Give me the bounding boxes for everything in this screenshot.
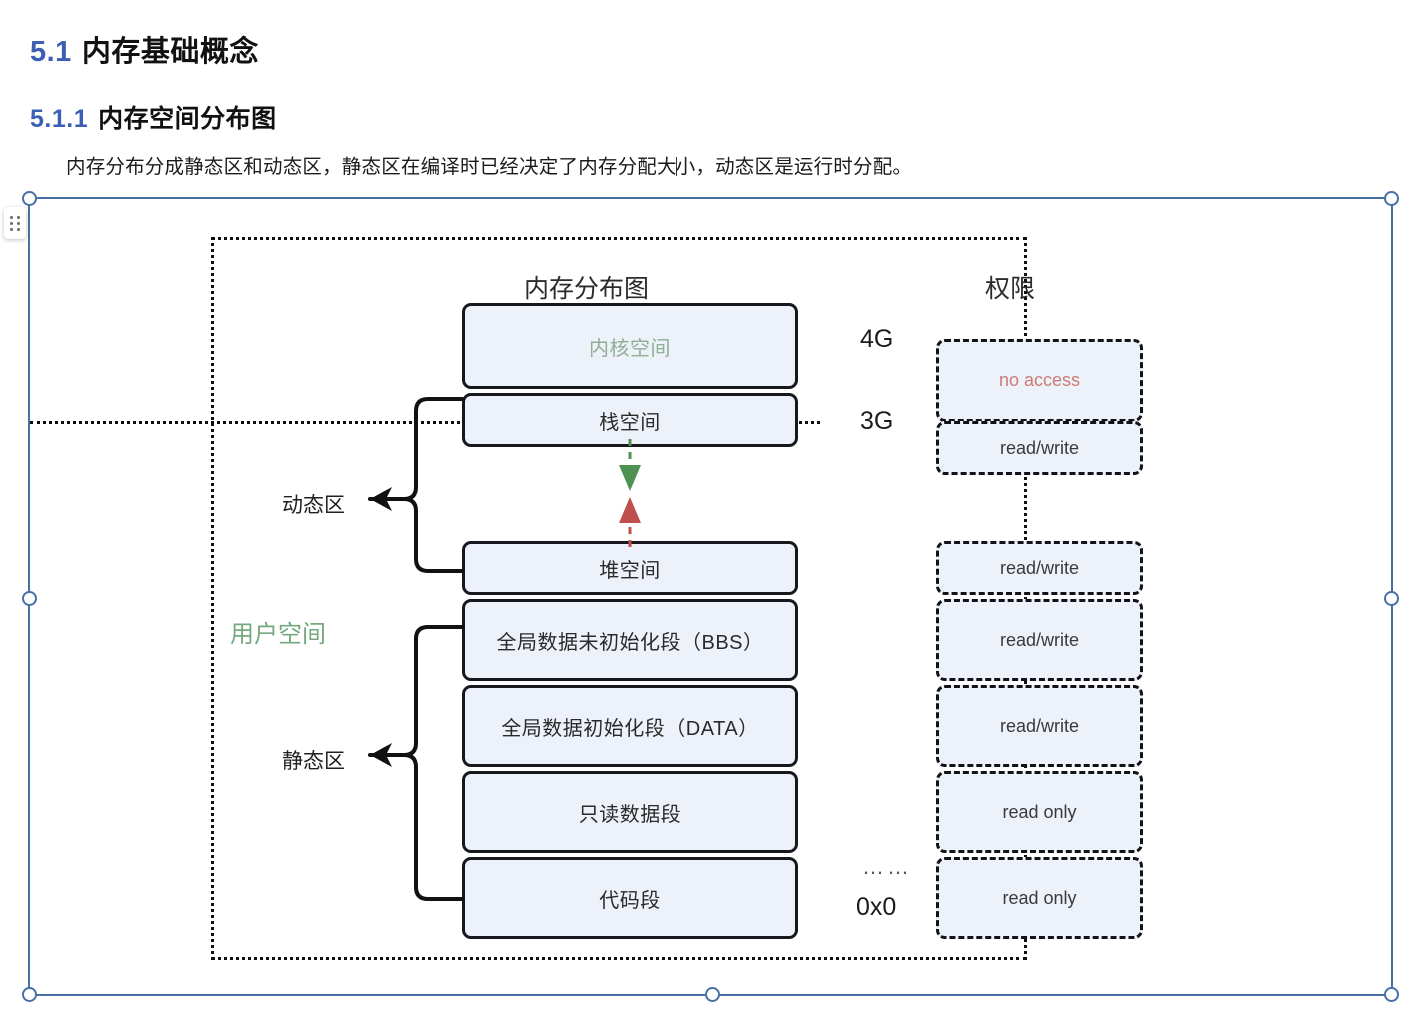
memory-block-bss: 全局数据未初始化段（BBS）: [462, 599, 798, 681]
resize-handle-bottom-center[interactable]: [705, 987, 720, 1002]
side-label-static-area: 静态区: [282, 750, 345, 773]
text-caret: [675, 157, 677, 176]
permission-block-heap: read/write: [936, 541, 1143, 595]
resize-handle-bottom-left[interactable]: [22, 987, 37, 1002]
axis-label-4g: 4G: [860, 325, 894, 353]
column-title-permission: 权限: [985, 275, 1036, 303]
drag-handle-icon[interactable]: [4, 207, 26, 239]
axis-label-3g: 3G: [860, 407, 894, 435]
permission-block-kernel: no access: [936, 339, 1143, 422]
axis-label-ellipsis: ……: [862, 854, 912, 879]
side-label-user-space: 用户空间: [230, 621, 326, 648]
resize-handle-top-right[interactable]: [1384, 191, 1399, 206]
paragraph-text-before-caret: 内存分布分成静态区和动态区，静态区在编译时已经决定了内存分配大: [66, 156, 677, 178]
permission-block-text: read only: [936, 857, 1143, 939]
permission-block-bss: read/write: [936, 599, 1143, 681]
column-title-memory: 内存分布图: [524, 275, 650, 303]
paragraph-text-after-caret: 小，动态区是运行时分配。: [675, 156, 913, 178]
resize-handle-top-left[interactable]: [22, 191, 37, 206]
page-title: 5.1 内存基础概念: [30, 28, 259, 70]
memory-block-rodata: 只读数据段: [462, 771, 798, 853]
memory-block-data: 全局数据初始化段（DATA）: [462, 685, 798, 767]
resize-handle-middle-left[interactable]: [22, 591, 37, 606]
section-heading: 5.1.1 内存空间分布图: [30, 99, 277, 135]
resize-handle-middle-right[interactable]: [1384, 591, 1399, 606]
memory-block-kernel: 内核空间: [462, 303, 798, 389]
memory-layout-diagram: 内存分布图 权限 4G 3G …… 0x0 动态区 静态区 用户空间 内核空间 …: [30, 199, 1395, 998]
permission-block-rodata: read only: [936, 771, 1143, 853]
memory-block-heap: 堆空间: [462, 541, 798, 595]
side-label-dynamic-area: 动态区: [282, 494, 345, 517]
heading1-text: 内存基础概念: [81, 36, 259, 68]
permission-block-data: read/write: [936, 685, 1143, 767]
image-selection-frame[interactable]: 内存分布图 权限 4G 3G …… 0x0 动态区 静态区 用户空间 内核空间 …: [4, 191, 1399, 1002]
heading1-number: 5.1: [30, 36, 72, 68]
body-paragraph[interactable]: 内存分布分成静态区和动态区，静态区在编译时已经决定了内存分配大小，动态区是运行时…: [66, 150, 912, 179]
memory-block-text: 代码段: [462, 857, 798, 939]
heading2-number: 5.1.1: [30, 105, 89, 133]
memory-block-stack: 栈空间: [462, 393, 798, 447]
resize-handle-bottom-right[interactable]: [1384, 987, 1399, 1002]
axis-label-0x0: 0x0: [856, 893, 897, 921]
grip-dots-icon: [9, 215, 21, 231]
heading2-text: 内存空间分布图: [98, 105, 277, 133]
permission-block-stack: read/write: [936, 421, 1143, 475]
diagram-outer-border: [211, 237, 1027, 960]
